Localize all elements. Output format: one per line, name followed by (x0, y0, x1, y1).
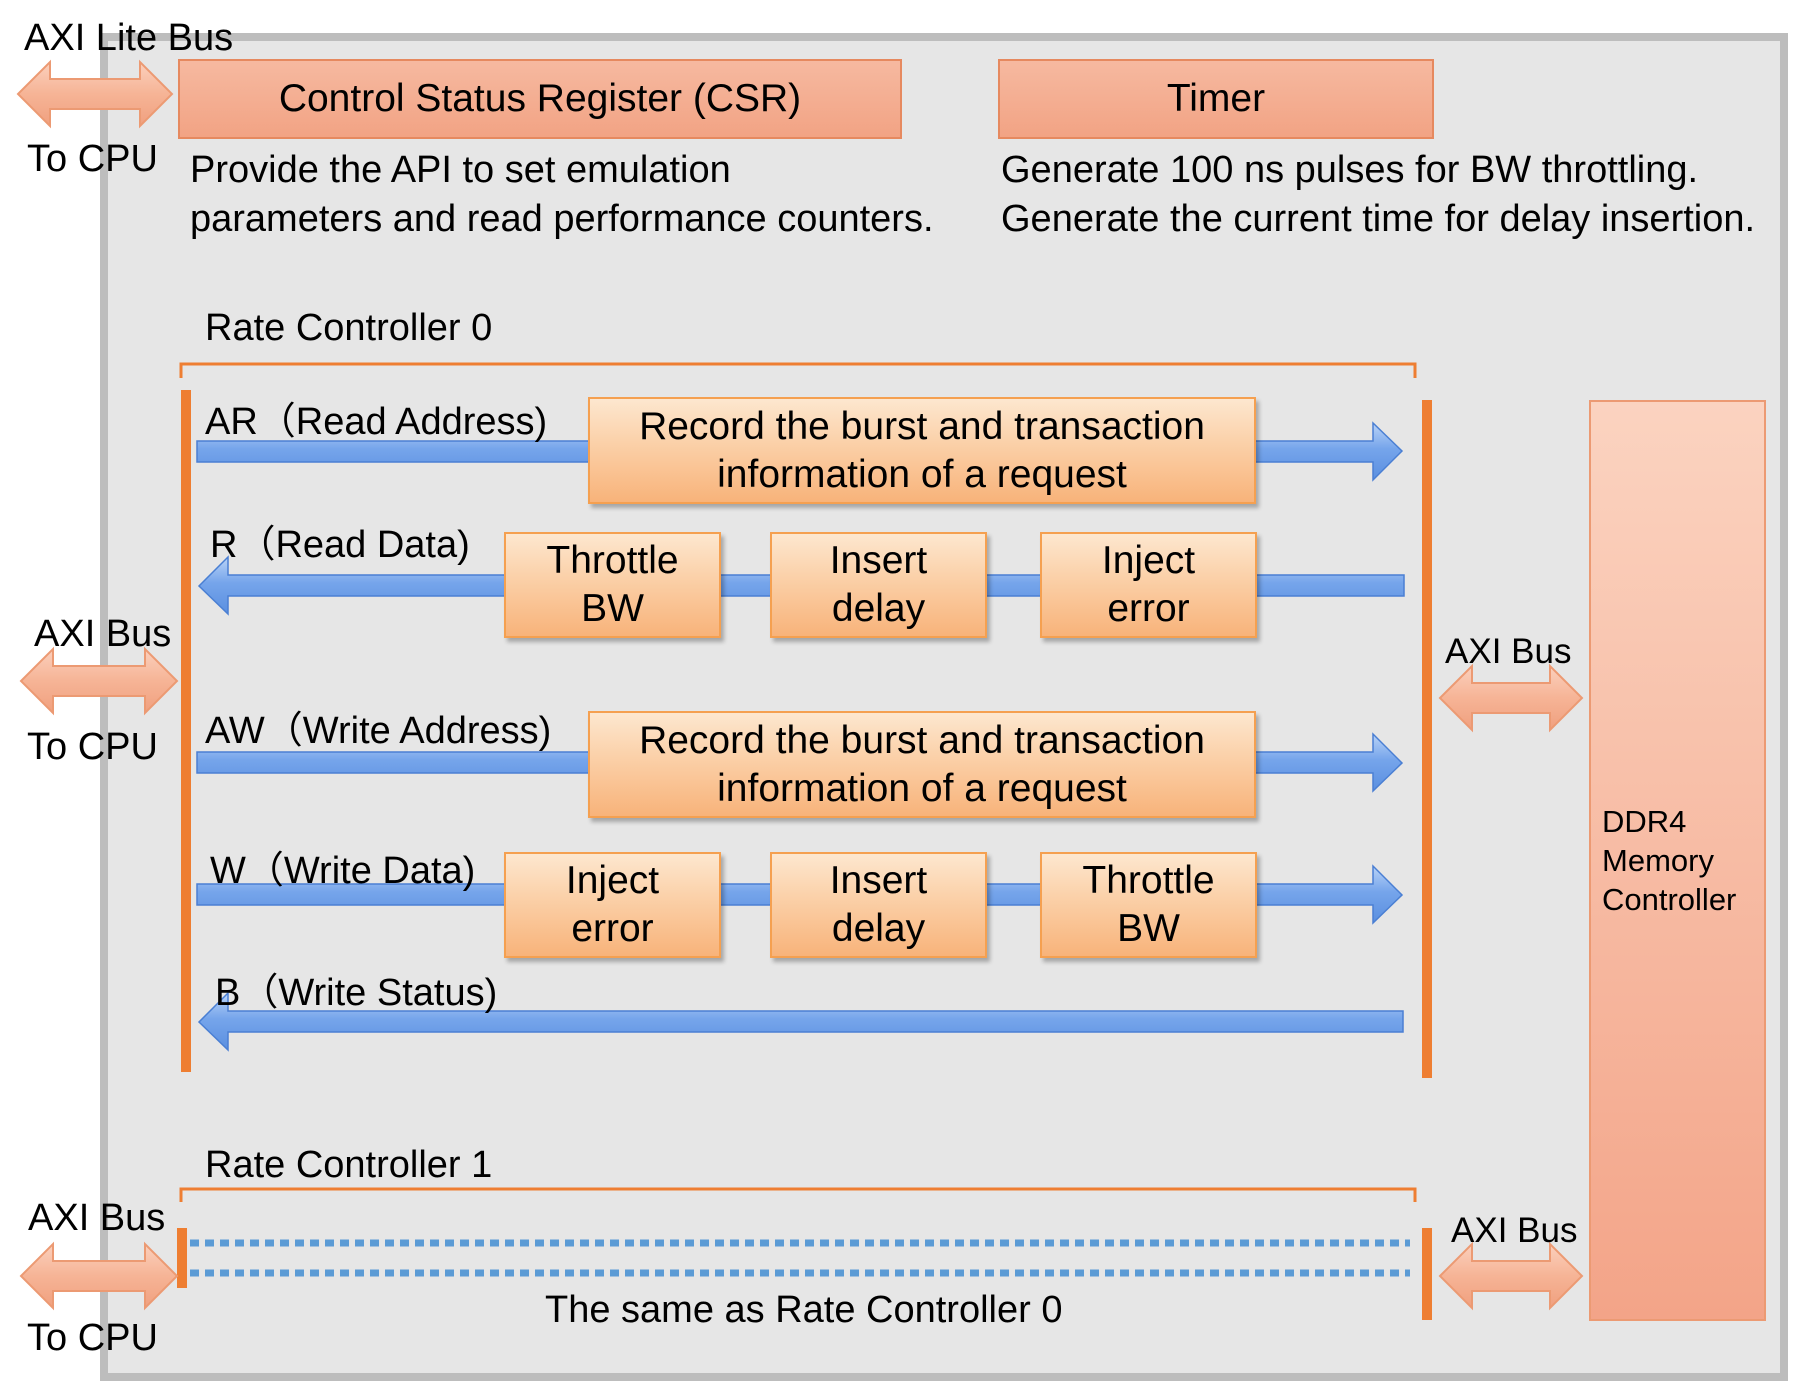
aw-channel-label: AW（Write Address) (205, 710, 552, 752)
rc1-right-axi-bus-label: AXI Bus (1451, 1211, 1578, 1250)
rc1-left-bidirectional-arrow (19, 1241, 179, 1311)
timer-block: Timer (998, 59, 1434, 139)
rc0-left-interface-bar (181, 390, 191, 1072)
rc1-right-interface-bar (1422, 1228, 1432, 1320)
rc0-left-to-cpu-label: To CPU (27, 726, 158, 768)
ddr4-controller-block (1589, 400, 1766, 1321)
r-throttle-bw-block: Throttle BW (504, 532, 721, 638)
axi-lite-bidirectional-arrow (16, 59, 174, 129)
rc1-left-to-cpu-label: To CPU (27, 1317, 158, 1359)
ddr4-controller-label: DDR4 Memory Controller (1602, 804, 1737, 917)
rc0-left-bidirectional-arrow (19, 646, 179, 716)
b-channel-arrow (197, 991, 1404, 1052)
rc1-left-axi-bus-label: AXI Bus (28, 1197, 166, 1239)
w-channel-label: W（Write Data) (210, 850, 476, 892)
rc0-left-axi-bus-label: AXI Bus (34, 613, 172, 655)
rate-controller-0-bracket (179, 362, 1417, 378)
ar-channel-label: AR（Read Address) (205, 401, 548, 443)
r-insert-delay-block: Insert delay (770, 532, 987, 638)
w-inject-error-block: Inject error (504, 852, 721, 958)
rc0-right-bidirectional-arrow (1438, 663, 1584, 733)
w-insert-delay-block: Insert delay (770, 852, 987, 958)
timer-description: Generate 100 ns pulses for BW throttling… (1001, 149, 1756, 240)
rc0-right-interface-bar (1422, 400, 1432, 1078)
rate-controller-1-note: The same as Rate Controller 0 (545, 1289, 1063, 1331)
rate-controller-1-title: Rate Controller 1 (205, 1144, 493, 1186)
csr-block: Control Status Register (CSR) (178, 59, 902, 139)
rc0-right-axi-bus-label: AXI Bus (1445, 632, 1572, 671)
aw-record-block: Record the burst and transaction informa… (588, 711, 1256, 818)
ar-record-block: Record the burst and transaction informa… (588, 397, 1256, 504)
w-throttle-bw-block: Throttle BW (1040, 852, 1257, 958)
axi-lite-bus-label: AXI Lite Bus (24, 17, 234, 59)
r-inject-error-block: Inject error (1040, 532, 1257, 638)
rc1-right-bidirectional-arrow (1438, 1241, 1584, 1311)
csr-description: Provide the API to set emulation paramet… (190, 149, 934, 240)
rate-controller-0-title: Rate Controller 0 (205, 307, 493, 349)
rc1-left-interface-bar (177, 1228, 187, 1288)
axi-lite-to-cpu-label: To CPU (27, 138, 158, 180)
rate-controller-1-bracket (179, 1187, 1417, 1202)
r-channel-label: R（Read Data) (210, 524, 470, 566)
b-channel-label: B（Write Status) (215, 972, 498, 1014)
